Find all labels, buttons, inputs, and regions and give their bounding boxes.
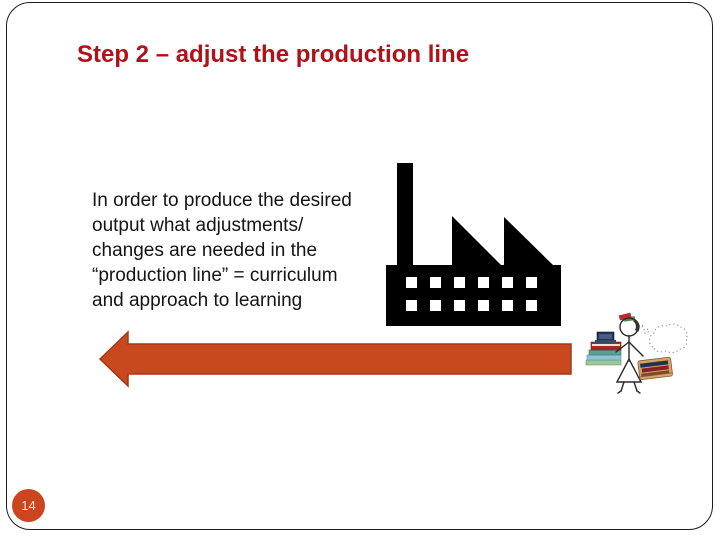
- body-paragraph: In order to produce the desired output w…: [92, 188, 352, 313]
- stick-figure: [615, 312, 644, 394]
- body-line-2: output what adjustments/: [92, 215, 304, 236]
- slide-frame: [6, 2, 713, 530]
- body-line-3: changes are needed in the: [92, 240, 318, 261]
- book-basket: [637, 356, 673, 381]
- factory-chimney: [397, 163, 413, 267]
- body-line-1: In order to produce the desired: [92, 190, 352, 211]
- factory-roof-2: [504, 217, 553, 265]
- body-line-5: and approach to learning: [92, 290, 303, 311]
- left-arrow-shape: [98, 330, 572, 388]
- page-number: 14: [21, 498, 36, 513]
- body-line-4: “production line” = curriculum: [92, 265, 338, 286]
- slide-title: Step 2 – adjust the production line: [77, 41, 470, 68]
- factory-icon: [386, 163, 561, 326]
- factory-roof-1: [452, 216, 501, 265]
- factory-building: [386, 265, 561, 326]
- hair: [633, 319, 640, 332]
- page-number-badge: 14: [12, 489, 45, 522]
- book-stack: [585, 331, 622, 366]
- student-with-books-clipart: [585, 312, 688, 394]
- thought-cloud: [639, 323, 688, 353]
- head-decoration: [618, 312, 636, 322]
- factory-windows: [406, 277, 537, 311]
